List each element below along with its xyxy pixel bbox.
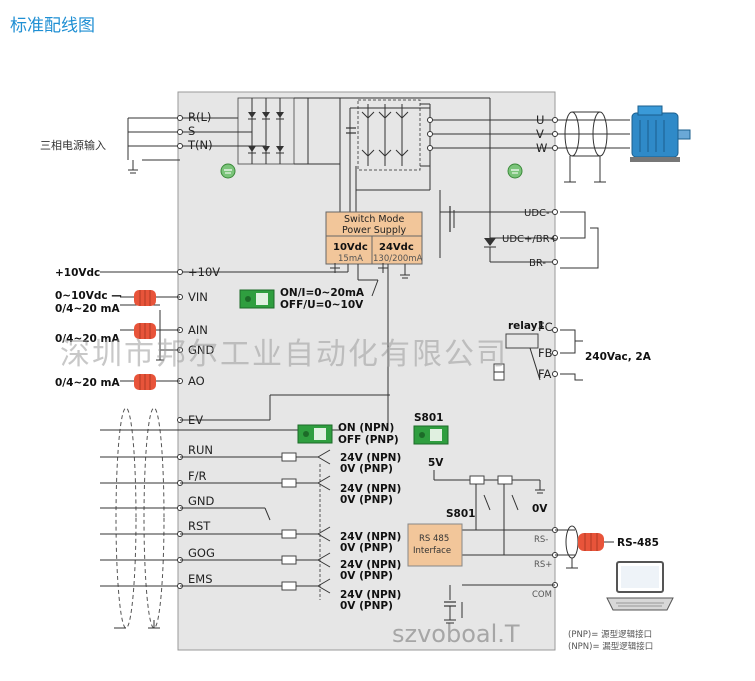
ferrite-connector-icon	[134, 374, 156, 390]
terminal-rs-plus: RS+	[534, 560, 552, 570]
jumper-switch-icon	[297, 424, 333, 444]
terminal-rst: RST	[188, 519, 211, 533]
ems-24v: 24V (NPN)	[340, 589, 401, 601]
psu-15ma: 15mA	[338, 254, 363, 264]
run-24v: 24V (NPN)	[340, 452, 401, 464]
terminal-gnd-digital: GND	[188, 494, 215, 508]
psu-200ma: 130/200mA	[373, 254, 423, 264]
vin-range-1: 0~10Vdc —	[55, 290, 122, 302]
watermark-company: 深圳市邦尔工业自动化有限公司	[60, 337, 508, 372]
terminal-fc: FC	[538, 320, 553, 334]
power-input-lines	[127, 115, 266, 174]
terminal-br-minus: BR-	[529, 258, 546, 269]
terminal-fa: FA	[538, 367, 552, 381]
terminal-vin: VIN	[188, 290, 208, 304]
laptop-icon	[606, 561, 674, 611]
rs485-termination	[433, 470, 558, 624]
terminal-ems: EMS	[188, 572, 213, 586]
legend-pnp: (PNP)= 源型逻辑接口	[568, 629, 652, 640]
terminal-r: R(L)	[188, 110, 211, 124]
s801-top-label: S801	[414, 412, 443, 424]
ground-icon	[507, 163, 523, 179]
fr-0v: 0V (PNP)	[340, 494, 393, 506]
ao-range: 0/4~20 mA	[55, 377, 120, 389]
ground-icon	[220, 163, 236, 179]
terminal-ain: AIN	[188, 323, 208, 337]
brake-circuit	[439, 98, 599, 269]
rst-24v: 24V (NPN)	[340, 531, 401, 543]
ferrite-connector-icon	[134, 323, 156, 339]
terminal-fr: F/R	[188, 469, 206, 483]
relay-label: relay1	[508, 320, 545, 332]
igbt-inverter	[350, 99, 431, 212]
terminal-udc-minus: UDC-	[524, 208, 550, 219]
rst-0v: 0V (PNP)	[340, 542, 393, 554]
inverter-chassis	[177, 91, 556, 651]
psu-10v: 10Vdc	[333, 242, 368, 253]
psu-24v: 24Vdc	[379, 242, 414, 253]
terminal-com: COM	[532, 590, 552, 600]
psu-line-1: Switch Mode	[344, 214, 404, 225]
relay-rating: 240Vac, 2A	[585, 351, 652, 363]
motor-icon	[630, 105, 691, 162]
terminal-s: S	[188, 124, 195, 138]
v5-label: 5V	[428, 457, 444, 469]
digital-wiring	[100, 407, 331, 629]
jumper-switch-icon	[413, 425, 449, 445]
power-input-label: 三相电源输入	[40, 138, 106, 152]
terminal-fb: FB	[538, 346, 553, 360]
jumper-on-label: ON/I=0~20mA	[280, 287, 365, 299]
terminal-u: U	[536, 113, 544, 127]
rs485-interface-box	[407, 523, 463, 567]
terminal-ao: AO	[188, 374, 205, 388]
ferrite-connector-icon	[134, 290, 156, 306]
terminal-udc-plus: UDC+/BR+	[502, 234, 558, 245]
terminal-gog: GOG	[188, 546, 215, 560]
output-lines	[427, 111, 630, 183]
terminal-run: RUN	[188, 443, 213, 457]
terminal-ev: EV	[188, 413, 203, 427]
watermark-url: szvoboal.T	[392, 620, 520, 648]
power-supply-box	[325, 211, 423, 265]
pnp-off-label: OFF (PNP)	[338, 434, 399, 446]
terminal-t: T(N)	[187, 138, 213, 152]
psu-line-2: Power Supply	[342, 225, 406, 236]
ain-range: 0/4~20 mA	[55, 333, 120, 345]
rs485-box-line-1: RS 485	[419, 534, 449, 544]
diagram-title: 标准配线图	[10, 16, 95, 36]
rs485-cable	[555, 525, 579, 569]
terminal-w: W	[536, 141, 547, 155]
ext-10vdc-label: +10Vdc	[55, 267, 100, 279]
terminal-gnd-analog: GND	[188, 343, 215, 357]
terminal-10v: +10V	[188, 265, 220, 279]
s801-mid-label: S801	[446, 508, 475, 520]
gog-24v: 24V (NPN)	[340, 559, 401, 571]
jumper-switch-icon	[239, 289, 275, 309]
v0-label: 0V	[532, 503, 548, 515]
terminal-rs-minus: RS-	[534, 535, 548, 545]
vin-range-2: 0/4~20 mA	[55, 303, 120, 315]
ems-0v: 0V (PNP)	[340, 600, 393, 612]
relay-circuit	[493, 327, 583, 381]
ferrite-connector-icon	[578, 533, 604, 551]
psu-outputs	[180, 263, 410, 425]
run-0v: 0V (PNP)	[340, 463, 393, 475]
rs485-box-line-2: Interface	[413, 546, 451, 556]
npn-on-label: ON (NPN)	[338, 422, 394, 434]
rs485-label: RS-485	[617, 537, 659, 549]
jumper-off-label: OFF/U=0~10V	[280, 299, 364, 311]
fr-24v: 24V (NPN)	[340, 483, 401, 495]
legend-npn: (NPN)= 漏型逻辑接口	[568, 641, 653, 652]
terminal-v: V	[536, 127, 544, 141]
gog-0v: 0V (PNP)	[340, 570, 393, 582]
